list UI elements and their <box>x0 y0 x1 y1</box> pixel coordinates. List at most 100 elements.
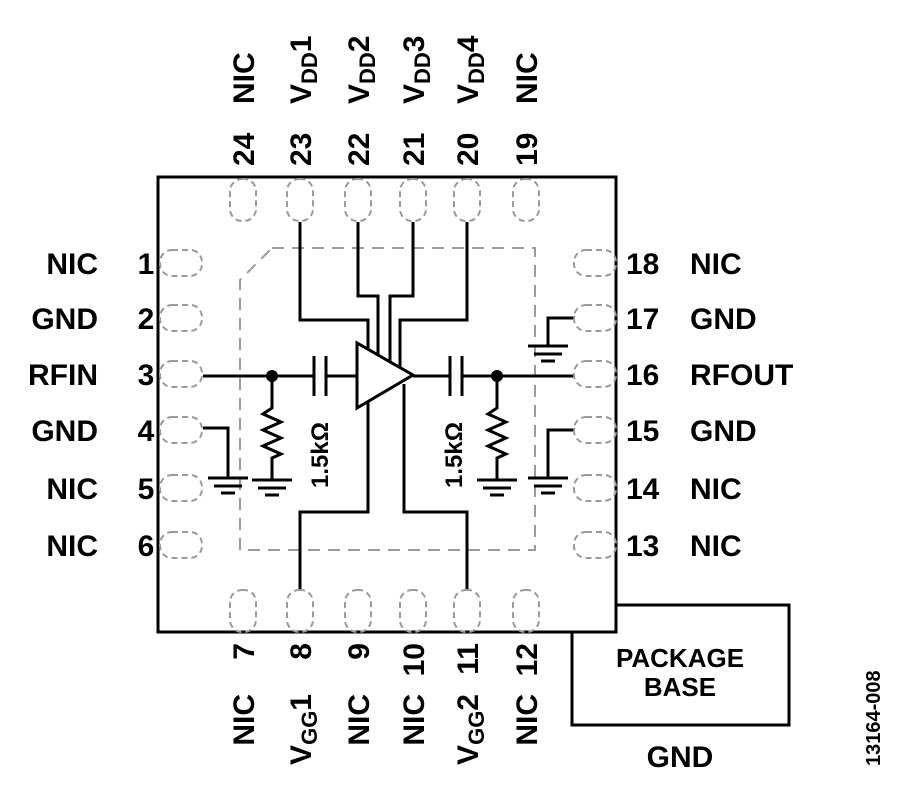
pin-24-pad <box>229 178 257 222</box>
pin-17-pad <box>573 304 617 332</box>
pin-17-name: GND <box>690 303 757 336</box>
pin4-ground-trace <box>203 426 230 478</box>
pin-14-number: 14 <box>626 473 660 506</box>
pin-9-name: NIC <box>343 694 376 746</box>
pin-4-number: 4 <box>138 415 155 448</box>
output-resistor-value: 1.5kΩ <box>441 422 468 488</box>
pin-21-pad <box>399 178 427 222</box>
pin-12-number: 12 <box>511 643 544 676</box>
pin-5-pad <box>159 474 203 502</box>
pin-11-number: 11 <box>452 643 485 675</box>
pin-18-pad <box>573 249 617 277</box>
pin-13-name: NIC <box>690 530 742 563</box>
pin-9-pad <box>344 589 372 633</box>
figure-id: 13164-008 <box>863 670 885 766</box>
input-resistor <box>259 376 285 480</box>
pin-23-pad <box>286 178 314 222</box>
pin-1-pad <box>159 249 203 277</box>
package-base-box <box>570 603 791 727</box>
pin-10-number: 10 <box>398 643 431 676</box>
pin-5-number: 5 <box>138 473 155 506</box>
pin-14-pad <box>573 474 617 502</box>
pin-18-name: NIC <box>690 248 742 281</box>
pin-9-number: 9 <box>343 643 376 660</box>
pin-21-label-group: 21 VDD3 <box>398 36 435 166</box>
top-pin-pads <box>229 178 540 222</box>
pin-17-number: 17 <box>626 303 659 336</box>
pin-8-number: 8 <box>285 643 318 660</box>
pin-2-name: GND <box>31 303 98 336</box>
pin-20-name: VDD4 <box>452 35 489 104</box>
pin-16-name: RFOUT <box>690 359 793 392</box>
package-base-line1: PACKAGE <box>616 643 744 673</box>
pin-8-name: VGG1 <box>285 694 322 765</box>
package-base-gnd-label: GND <box>647 741 714 774</box>
pin-16-number: 16 <box>626 359 659 392</box>
pin-4-pad <box>159 416 203 444</box>
pin-7-pad <box>229 589 257 633</box>
right-pin-pads <box>573 249 617 559</box>
pin15-ground-trace <box>546 428 575 478</box>
pin-15-name: GND <box>690 415 757 448</box>
pin-19-name: NIC <box>511 52 544 104</box>
pin-6-pad <box>159 531 203 559</box>
bottom-pin-pads <box>229 589 540 633</box>
pin-1-name: NIC <box>46 248 98 281</box>
pin-23-number: 23 <box>285 133 318 166</box>
pin-12-pad <box>512 589 540 633</box>
pin-14-name: NIC <box>690 473 742 506</box>
input-resistor-value: 1.5kΩ <box>307 422 334 488</box>
pin-13-pad <box>573 531 617 559</box>
pin-24-number: 24 <box>228 132 261 166</box>
pin-20-pad <box>453 178 481 222</box>
pin-7-name: NIC <box>228 694 261 746</box>
pin-13-number: 13 <box>626 530 659 563</box>
pin-21-number: 21 <box>398 133 431 166</box>
pin-8-pad <box>286 589 314 633</box>
vdd2-trace <box>356 222 380 355</box>
pin-18-number: 18 <box>626 248 659 281</box>
pin-23-label-group: 23 VDD1 <box>285 36 322 166</box>
pin-15-number: 15 <box>626 415 659 448</box>
pin-10-name: NIC <box>398 694 431 746</box>
left-pin-pads <box>159 249 203 559</box>
pin-3-number: 3 <box>138 359 155 392</box>
vgg1-trace <box>298 402 370 590</box>
pin-21-name: VDD3 <box>398 36 435 104</box>
pin-6-name: NIC <box>46 530 98 563</box>
pin-20-number: 20 <box>452 133 485 166</box>
vdd3-trace <box>388 222 415 361</box>
pin-23-name: VDD1 <box>285 36 322 104</box>
pin-22-name: VDD2 <box>343 36 380 104</box>
pin-4-name: GND <box>31 415 98 448</box>
pin-19-pad <box>512 178 540 222</box>
exposed-pad-outline <box>239 247 536 551</box>
output-resistor <box>484 376 510 480</box>
pin-20-label-group: 20 VDD4 <box>452 35 489 166</box>
pin-16-pad <box>573 360 617 388</box>
vdd4-trace <box>398 222 469 367</box>
pin-10-pad <box>399 589 427 633</box>
pin-1-number: 1 <box>138 248 155 281</box>
pin17-ground-trace <box>546 316 575 346</box>
pin-2-pad <box>159 304 203 332</box>
pin-5-name: NIC <box>46 473 98 506</box>
pin-7-number: 7 <box>228 643 261 660</box>
pin-11-pad <box>453 589 481 633</box>
pin-2-number: 2 <box>138 303 155 336</box>
pin-11-name: VGG2 <box>452 694 489 765</box>
pin-15-pad <box>573 416 617 444</box>
pin-6-number: 6 <box>138 530 155 563</box>
vdd1-trace <box>298 222 370 349</box>
